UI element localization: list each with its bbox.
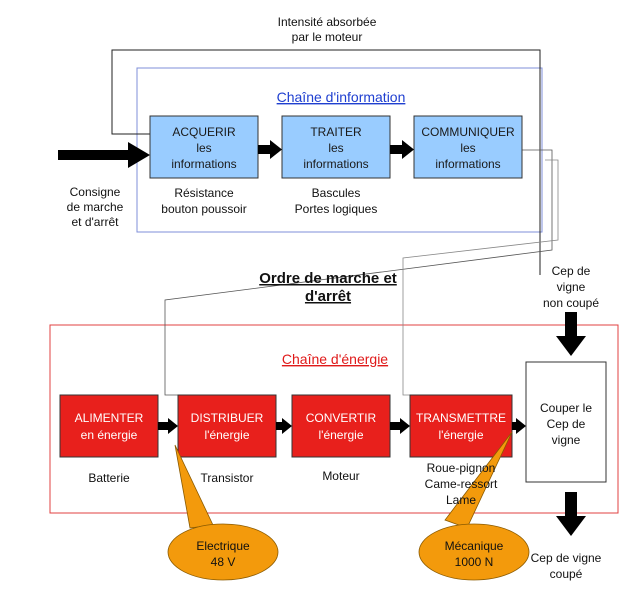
action-box-text-line-1: Couper le — [540, 401, 592, 415]
energy-block-4-caption-line-3: Lame — [446, 493, 476, 507]
info-block-1-text-line-2: les — [196, 141, 211, 155]
bottom-output-arrow — [556, 492, 586, 536]
callout-2-text-line-1: Mécanique — [445, 539, 504, 553]
bottom-output-label-line-2: coupé — [550, 567, 583, 581]
feedback-label-line-1: Intensité absorbée — [278, 15, 377, 29]
energy-block-1-text-line-1: ALIMENTER — [75, 411, 144, 425]
feedback-line — [111, 49, 541, 275]
info-block-3-text-line-3: informations — [435, 157, 500, 171]
ordre-label-line-2: d'arrêt — [305, 288, 351, 305]
info-chain-title-line-1: Chaîne d'information — [277, 89, 406, 105]
info-block-2-caption-line-1: Bascules — [312, 186, 361, 200]
energy-block-1-text-line-2: en énergie — [81, 428, 138, 442]
consigne-label-line-1: Consigne — [70, 185, 121, 199]
action-box — [525, 361, 607, 483]
energy-block-transmettre — [409, 394, 513, 458]
top-input-arrow — [556, 312, 586, 356]
order-line-1 — [164, 149, 553, 396]
info-block-communiquer — [413, 115, 523, 179]
info-block-1-text-line-1: ACQUERIR — [172, 125, 236, 139]
callout-1-text-line-1: Electrique — [196, 539, 250, 553]
energy-block-4-text-line-1: TRANSMETTRE — [416, 411, 506, 425]
info-block-2-text-line-2: les — [328, 141, 343, 155]
energy-block-2-text-line-2: l'énergie — [205, 428, 250, 442]
consigne-label-line-2: de marche — [67, 200, 124, 214]
energy-arrow-2 — [276, 418, 292, 434]
ordre-label-line-1: Ordre de marche et — [259, 270, 397, 287]
energy-block-3-caption-line-1: Moteur — [322, 469, 359, 483]
action-box-text-line-3: vigne — [552, 433, 581, 447]
info-block-1-text-line-3: informations — [171, 157, 236, 171]
info-block-1-caption-line-2: bouton poussoir — [161, 202, 246, 216]
info-block-1-caption-line-1: Résistance — [174, 186, 234, 200]
callout-1-text-line-2: 48 V — [211, 555, 236, 569]
info-block-2-text-line-1: TRAITER — [310, 125, 362, 139]
order-line-2 — [402, 159, 559, 396]
top-input-label-line-1: Cep de — [552, 264, 591, 278]
energy-chain-title-line-1: Chaîne d'énergie — [282, 351, 388, 367]
action-box-text-line-2: Cep de — [547, 417, 586, 431]
callout-electrique — [167, 444, 279, 581]
info-block-3-text-line-1: COMMUNIQUER — [421, 125, 515, 139]
consigne-label-line-3: et d'arrêt — [72, 215, 120, 229]
callout-mecanique — [418, 431, 530, 581]
top-input-label-line-2: vigne — [557, 280, 586, 294]
energy-arrow-1 — [158, 418, 178, 434]
callout-2-text-line-2: 1000 N — [455, 555, 494, 569]
energy-block-4-caption-line-2: Came-ressort — [425, 477, 498, 491]
info-arrow-1 — [258, 140, 282, 159]
energy-block-4-text-line-2: l'énergie — [439, 428, 484, 442]
energy-block-3-text-line-2: l'énergie — [319, 428, 364, 442]
energy-arrow-3 — [390, 418, 410, 434]
energy-block-3-text-line-1: CONVERTIR — [306, 411, 377, 425]
bottom-output-label-line-1: Cep de vigne — [531, 551, 602, 565]
energy-chain-frame — [49, 324, 619, 514]
top-input-label-line-3: non coupé — [543, 296, 599, 310]
energy-block-4-caption-line-1: Roue-pignon — [427, 461, 496, 475]
info-block-2-caption-line-2: Portes logiques — [295, 202, 378, 216]
energy-block-2-caption-line-1: Transistor — [201, 471, 254, 485]
energy-block-convertir — [291, 394, 391, 458]
energy-block-1-caption-line-1: Batterie — [88, 471, 130, 485]
energy-block-2-text-line-1: DISTRIBUER — [191, 411, 264, 425]
info-block-2-text-line-3: informations — [303, 157, 368, 171]
energy-block-distribuer — [177, 394, 277, 458]
energy-arrow-4 — [512, 418, 526, 434]
info-arrow-2 — [390, 140, 414, 159]
feedback-label-line-2: par le moteur — [292, 30, 363, 44]
energy-block-alimenter — [59, 394, 159, 458]
info-block-acquerir — [149, 115, 259, 179]
input-arrow — [58, 142, 150, 168]
info-block-3-text-line-2: les — [460, 141, 475, 155]
